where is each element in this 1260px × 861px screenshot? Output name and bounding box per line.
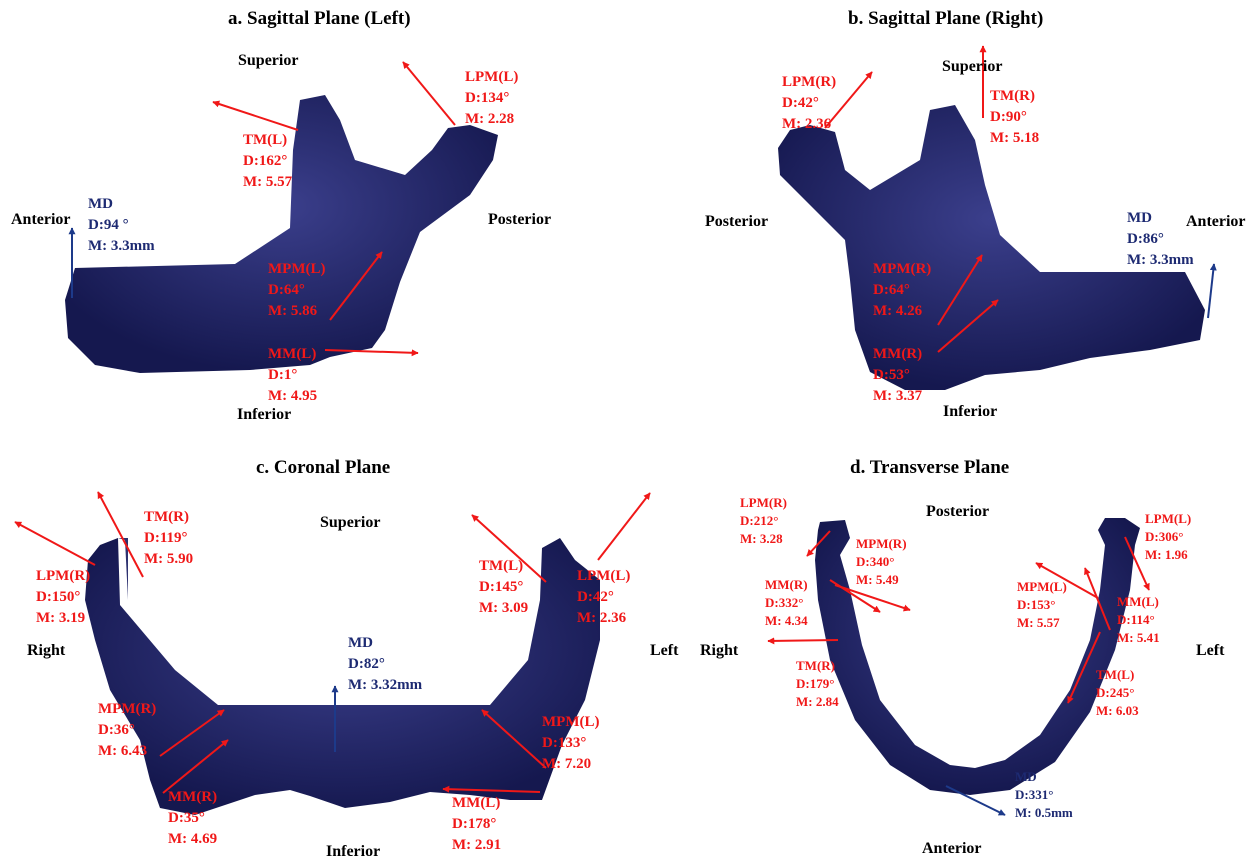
panel-c-left: Left: [650, 642, 678, 660]
label-lpm-l-d: LPM(L)D:306°M: 1.96: [1145, 510, 1191, 564]
label-tm-r-d: TM(R)D:179°M: 2.84: [796, 657, 839, 711]
label-mm-l-a: MM(L)D:1°M: 4.95: [268, 344, 317, 407]
md-arrow-b: [1208, 264, 1214, 318]
label-mpm-l-d: MPM(L)D:153°M: 5.57: [1017, 578, 1067, 632]
panel-d-left: Left: [1196, 642, 1224, 660]
tm-r-arrow-d: [768, 640, 838, 641]
panel-d-anterior: Anterior: [922, 840, 982, 858]
label-lpm-l-a: LPM(L)D:134°M: 2.28: [465, 67, 518, 130]
panel-a-title: a. Sagittal Plane (Left): [228, 8, 411, 30]
panel-a-inferior: Inferior: [237, 406, 291, 424]
label-lpm-r-b: LPM(R)D:42°M: 2.36: [782, 72, 836, 135]
label-mpm-r-d: MPM(R)D:340°M: 5.49: [856, 535, 907, 589]
tm-arrow-a: [213, 102, 298, 130]
panel-a-anterior: Anterior: [11, 211, 71, 229]
lpm-r-arrow-c: [15, 522, 95, 565]
panel-b-superior: Superior: [942, 58, 1002, 76]
label-tm-l-a: TM(L)D:162°M: 5.57: [243, 130, 292, 193]
label-mpm-r-b: MPM(R)D:64°M: 4.26: [873, 259, 931, 322]
label-mm-r-d: MM(R)D:332°M: 4.34: [765, 576, 808, 630]
panel-d-posterior: Posterior: [926, 503, 989, 521]
panel-d-right: Right: [700, 642, 738, 660]
panel-d-title: d. Transverse Plane: [850, 457, 1009, 479]
label-tm-l-d: TM(L)D:245°M: 6.03: [1096, 666, 1139, 720]
lpm-l-arrow-c: [598, 493, 650, 560]
panel-a-superior: Superior: [238, 52, 298, 70]
lpm-arrow-a: [403, 62, 455, 125]
panel-a-posterior: Posterior: [488, 211, 551, 229]
label-mm-r-b: MM(R)D:53°M: 3.37: [873, 344, 922, 407]
label-tm-r-c: TM(R)D:119°M: 5.90: [144, 507, 193, 570]
panel-c-inferior: Inferior: [326, 843, 380, 861]
panel-b-anterior: Anterior: [1186, 213, 1246, 231]
label-mpm-l-a: MPM(L)D:64°M: 5.86: [268, 259, 325, 322]
label-mpm-r-c: MPM(R)D:36°M: 6.43: [98, 699, 156, 762]
panel-b-posterior: Posterior: [705, 213, 768, 231]
label-mm-l-d: MM(L)D:114°M: 5.41: [1117, 593, 1160, 647]
panel-c-title: c. Coronal Plane: [256, 457, 390, 479]
label-lpm-r-c: LPM(R)D:150°M: 3.19: [36, 566, 90, 629]
label-tm-r-b: TM(R)D:90°M: 5.18: [990, 86, 1039, 149]
label-mm-r-c: MM(R)D:35°M: 4.69: [168, 787, 217, 850]
panel-c-superior: Superior: [320, 514, 380, 532]
panel-c-right: Right: [27, 642, 65, 660]
label-lpm-l-c: LPM(L)D:42°M: 2.36: [577, 566, 630, 629]
label-tm-l-c: TM(L)D:145°M: 3.09: [479, 556, 528, 619]
panel-b-title: b. Sagittal Plane (Right): [848, 8, 1043, 30]
panel-b-inferior: Inferior: [943, 403, 997, 421]
label-mm-l-c: MM(L)D:178°M: 2.91: [452, 793, 501, 856]
label-lpm-r-d: LPM(R)D:212°M: 3.28: [740, 494, 787, 548]
label-mpm-l-c: MPM(L)D:133°M: 7.20: [542, 712, 599, 775]
